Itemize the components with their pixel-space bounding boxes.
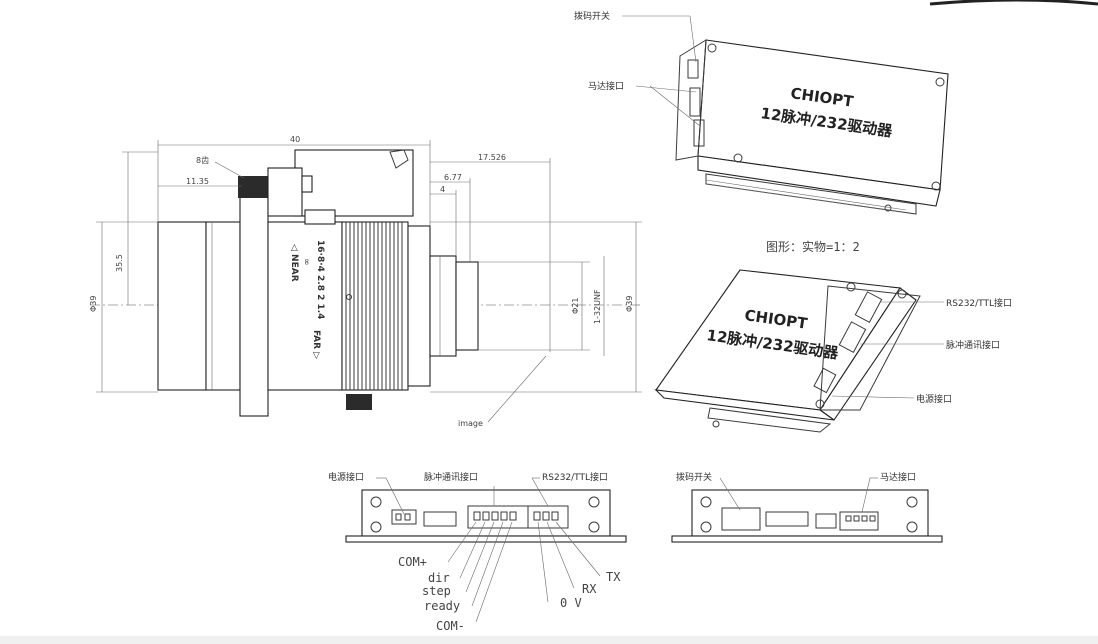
mark-apertures: 16·8·4 2.8 2 1.4 [315,240,325,319]
front-label-rs232: RS232/TTL接口 [542,471,608,483]
pin-tx: TX [606,570,621,584]
dim-thread: 1-32UNF [593,289,602,324]
lens-side-view: 40 11.35 8齿 17.526 6.77 4 35.5 Φ39 Φ39 Φ… [89,135,642,428]
front-label-power: 电源接口 [328,471,364,483]
mark-infinity: ∞ [301,258,311,266]
image-label: image [458,419,483,428]
pin-rx: RX [582,582,597,596]
knurl-pattern [345,222,403,390]
dim-dia-left: Φ39 [89,296,98,312]
front-label-pulse: 脉冲通讯接口 [424,471,478,483]
pin-com-plus: COM+ [398,555,427,569]
iso-label-pulse: 脉冲通讯接口 [946,339,1000,351]
pin-0v: 0 V [560,596,582,610]
pin-ready: ready [424,599,460,613]
driver-front-left: 电源接口 脉冲通讯接口 RS232/TTL接口 COM+ dir step re… [328,471,627,633]
driver-front-right: 拨码开关 马达接口 [671,471,943,543]
driver-top-view: CHIOPT 12脉冲/232驱动器 拨码开关 马达接口 [574,10,949,215]
dim-gear-teeth: 8齿 [196,156,209,165]
dim-length: 40 [290,135,300,144]
pin-step: step [422,584,451,598]
pin-dir: dir [428,571,450,585]
bottom-strip [0,636,1098,644]
dim-dia-right: Φ39 [625,296,634,312]
dim-d1: 6.77 [444,173,462,182]
mark-near: ◁ NEAR [289,244,299,282]
dim-height: 35.5 [115,254,124,272]
dim-mount: Φ21 [571,298,580,314]
iso-label-rs232: RS232/TTL接口 [946,297,1012,309]
scale-note: 图形：实物=1：2 [766,239,860,254]
mark-far: FAR ▷ [311,330,321,359]
dim-gear-offset: 11.35 [186,177,209,186]
dim-d2: 4 [440,185,445,194]
top-label-dip: 拨码开关 [574,10,610,22]
top-label-motor: 马达接口 [588,80,624,92]
pin-com-minus: COM- [436,619,465,633]
driver-iso-view: CHIOPT 12脉冲/232驱动器 RS232/TTL接口 脉冲通讯接口 电源… [654,269,1012,433]
front-right-label-motor: 马达接口 [880,471,916,483]
front-right-label-dip: 拨码开关 [676,471,712,483]
iso-label-power: 电源接口 [916,393,952,405]
dim-flange-back: 17.526 [478,153,506,162]
